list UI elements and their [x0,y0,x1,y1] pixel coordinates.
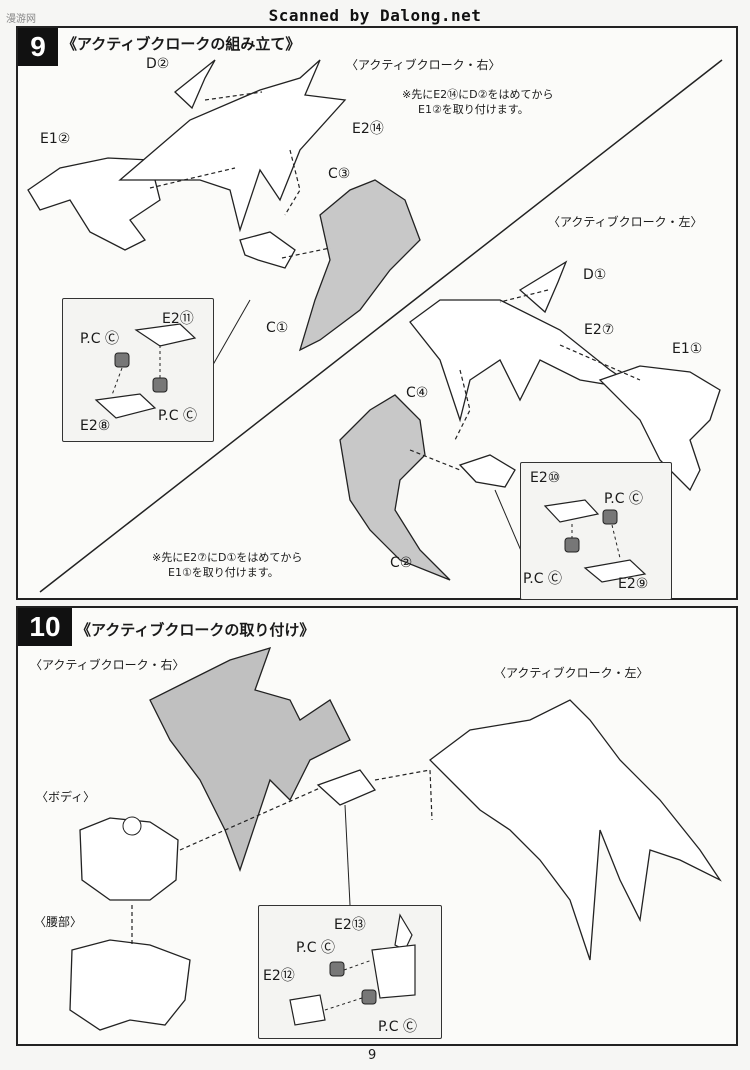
watermark: 漫游网 [6,14,36,25]
part-e1-2: E1② [40,131,71,147]
note-left-line2: E1①を取り付けます。 [168,566,279,579]
part-c2: C② [390,555,413,571]
note-right-line2: E1②を取り付けます。 [418,103,529,116]
part-e1-1: E1① [672,341,703,357]
part-pc-d: P.C Ⓒ [523,571,562,587]
step10-left-cloak-label: 〈アクティブクローク・左〉 [494,666,649,680]
part-d2: D② [146,56,170,72]
part-c4: C④ [406,385,429,401]
part-c3: C③ [328,166,351,182]
note-left-line1: ※先にE2⑦にD①をはめてから [152,551,303,564]
part-d1: D① [583,267,607,283]
step10-right-cloak-label: 〈アクティブクローク・右〉 [30,658,185,672]
right-cloak-label: 〈アクティブクローク・右〉 [346,58,501,72]
part-e2-13: E2⑬ [334,917,366,933]
part-pc-step10-a: P.C Ⓒ [296,940,335,956]
body-label: 〈ボディ〉 [36,790,96,804]
step10-number: 10 [18,608,72,646]
part-e2-14: E2⑭ [352,121,384,137]
step10-title: 《アクティブクロークの取り付け》 [76,621,315,639]
scanned-by-banner: Scanned by Dalong.net [268,6,482,25]
part-pc-b: P.C Ⓒ [158,408,197,424]
note-right-line1: ※先にE2⑭にD②をはめてから [402,88,554,101]
part-e2-11: E2⑪ [162,311,194,327]
waist-label: 〈腰部〉 [34,915,83,929]
part-pc-a: P.C Ⓒ [80,331,119,347]
step9-number: 9 [18,28,58,66]
part-pc-c: P.C Ⓒ [604,491,643,507]
part-e2-8: E2⑧ [80,418,111,434]
part-c1: C① [266,320,289,336]
part-e2-7: E2⑦ [584,322,615,338]
part-e2-9: E2⑨ [618,576,649,592]
part-pc-step10-b: P.C Ⓒ [378,1019,417,1035]
page-number: 9 [368,1048,377,1063]
step9-title: 《アクティブクロークの組み立て》 [62,35,301,53]
part-e2-10: E2⑩ [530,470,561,486]
right-joint-inset [62,298,214,442]
part-e2-12: E2⑫ [263,968,295,984]
left-cloak-label: 〈アクティブクローク・左〉 [548,215,703,229]
